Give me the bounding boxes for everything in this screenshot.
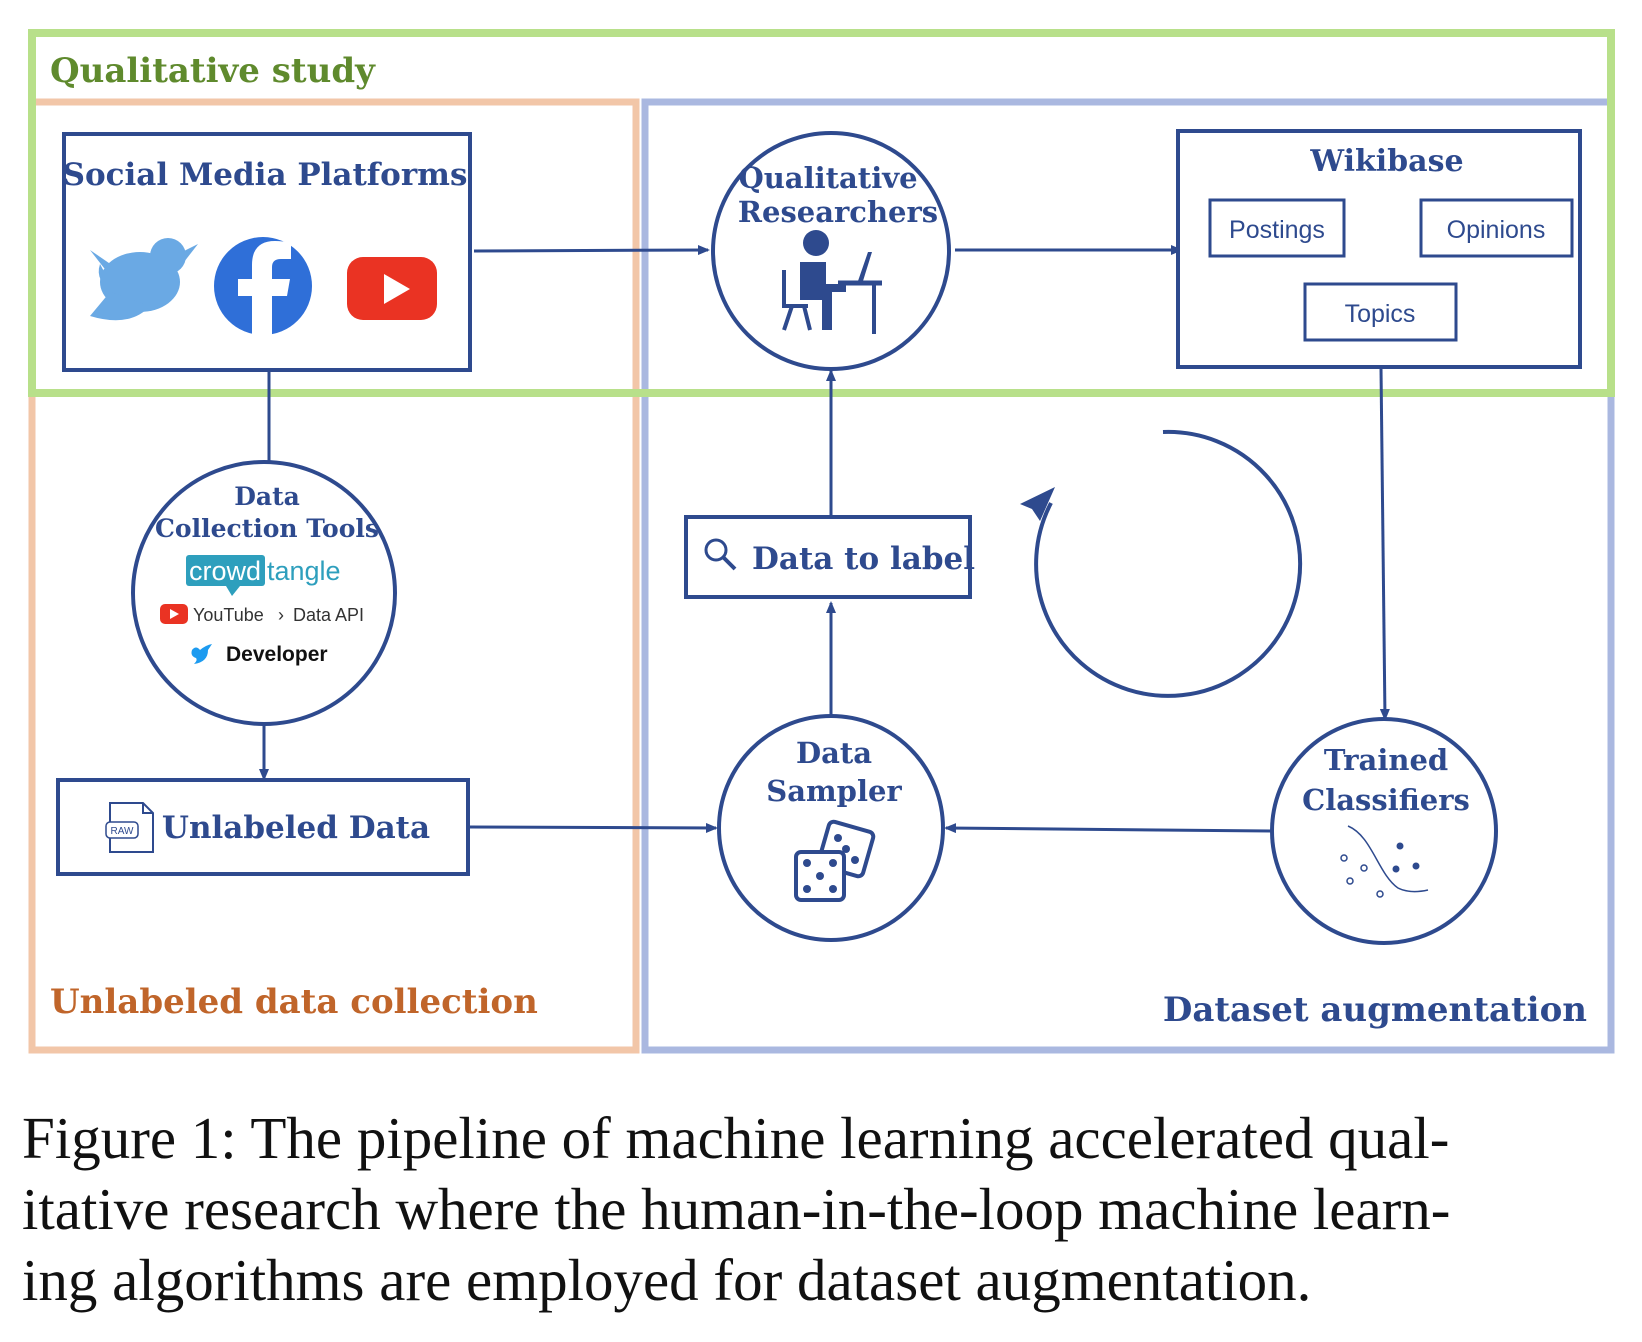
researchers-line2: Researchers (738, 195, 938, 229)
decision-boundary-icon (1340, 825, 1429, 898)
collection-tools-node: Data Collection Tools crowd tangle YouTu… (131, 460, 397, 726)
raw-file-icon: RAW (105, 802, 154, 853)
chevron-right-icon: › (278, 605, 284, 625)
caption-line-3: ing algorithms are employed for dataset … (22, 1247, 1312, 1313)
twitter-developer-wordmark: Developer (226, 643, 328, 666)
magnifier-icon (704, 538, 737, 571)
augmentation-region-label: Dataset augmentation (1163, 990, 1587, 1030)
classifiers-line2: Classifiers (1302, 783, 1470, 817)
arrow-social-to-researchers (473, 245, 710, 256)
crowdtangle-logo-part1: crowd (189, 556, 261, 586)
classifiers-line1: Trained (1324, 743, 1448, 777)
crowdtangle-logo: crowd tangle (186, 555, 341, 596)
trained-classifiers-node: Trained Classifiers (1270, 717, 1498, 945)
feedback-cycle-arrow (1034, 429, 1303, 698)
qualitative-region-label: Qualitative study (50, 51, 376, 91)
wikibase-node: Wikibase Postings Opinions Topics (1176, 129, 1582, 369)
wikibase-item-opinions: Opinions (1447, 216, 1546, 244)
collection-region-frame (28, 98, 640, 1054)
unlabeled-data-label: Unlabeled Data (162, 810, 430, 846)
augmentation-region-frame (641, 98, 1615, 1054)
social-media-node: Social Media Platforms (62, 132, 472, 372)
raw-badge: RAW (111, 826, 135, 837)
data-to-label-node: Data to label (684, 515, 975, 599)
wikibase-title: Wikibase (1309, 144, 1463, 179)
dice-icon (794, 819, 876, 902)
person-at-desk-icon (782, 230, 882, 334)
researchers-node: Qualitative Researchers (711, 131, 951, 371)
pipeline-diagram: Qualitative study Unlabeled data collect… (28, 29, 1615, 1054)
data-api-wordmark: Data API (293, 605, 364, 625)
youtube-data-api-logo: YouTube › Data API (160, 604, 364, 625)
wikibase-item-postings: Postings (1229, 216, 1325, 244)
social-media-title: Social Media Platforms (63, 157, 468, 193)
twitter-developer-logo: Developer (191, 643, 328, 666)
twitter-logo (90, 238, 198, 321)
crowdtangle-logo-part2: tangle (267, 556, 341, 586)
figure-caption: Figure 1: The pipeline of machine learni… (22, 1103, 1622, 1316)
arrow-unlabeled-to-sampler (469, 822, 718, 833)
data-sampler-node: Data Sampler (717, 714, 945, 942)
researchers-line1: Qualitative (738, 161, 917, 195)
caption-line-1: Figure 1: The pipeline of machine learni… (22, 1105, 1450, 1171)
sampler-line2: Sampler (766, 774, 902, 808)
arrow-wikibase-to-classifiers (1379, 367, 1390, 721)
qualitative-region-frame (28, 29, 1615, 397)
tools-line1: Data (234, 482, 300, 511)
unlabeled-data-node: RAW Unlabeled Data (56, 778, 470, 876)
facebook-logo (214, 237, 312, 336)
youtube-wordmark: YouTube (193, 605, 264, 625)
collection-region-label: Unlabeled data collection (50, 982, 538, 1022)
cycle-arrowhead (1020, 487, 1055, 521)
sampler-line1: Data (796, 736, 872, 770)
youtube-logo (347, 257, 437, 320)
data-to-label-text: Data to label (752, 541, 975, 577)
caption-line-2: itative research where the human-in-the-… (22, 1176, 1451, 1242)
wikibase-item-topics: Topics (1345, 300, 1416, 328)
tools-line2: Collection Tools (155, 514, 379, 543)
arrow-classifiers-to-sampler (944, 823, 1273, 834)
